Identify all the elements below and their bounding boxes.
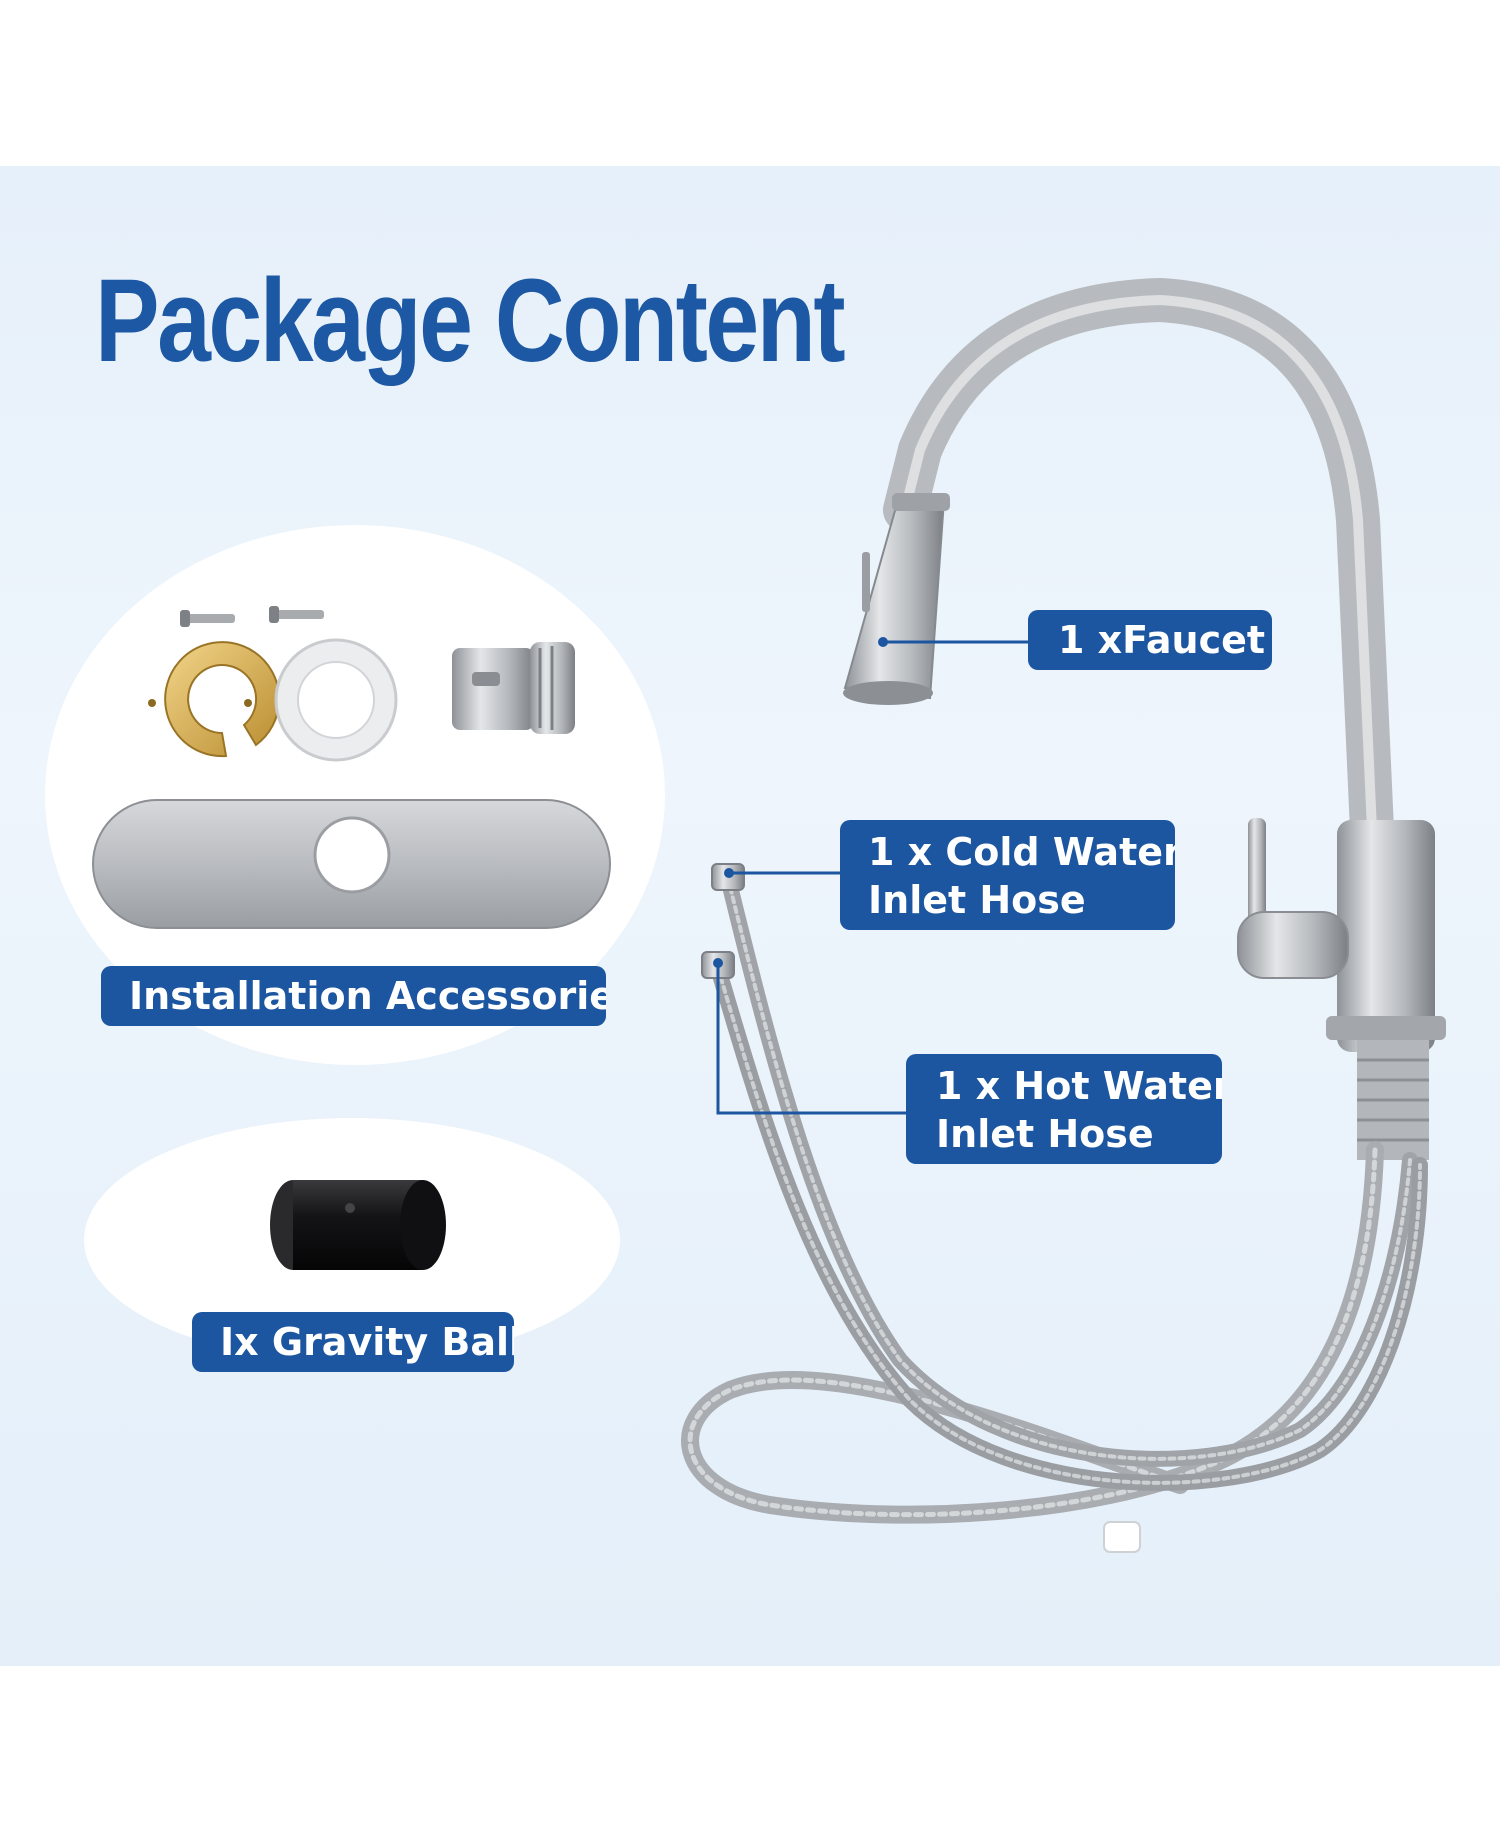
deck-plate-icon (92, 799, 611, 929)
installation-accessories-label: Installation Accessories (101, 966, 606, 1026)
inlet-hoses-icon (681, 870, 1428, 1553)
hot-water-hose-label-line2: Inlet Hose (936, 1112, 1154, 1156)
gravity-ball-label: Ix Gravity Ball (192, 1312, 514, 1372)
gravity-ball-icon (270, 1180, 446, 1270)
brass-horseshoe-icon (164, 641, 281, 758)
installation-accessories-label-text: Installation Accessories (129, 974, 606, 1018)
faucet-label-text: 1 xFaucet (1058, 618, 1266, 662)
faucet-icon (843, 277, 1446, 1160)
screw-icon (180, 610, 235, 627)
leader-lines (716, 640, 1030, 1115)
cold-water-hose-label-line1: 1 x Cold Water (868, 830, 1175, 874)
screw-icon (269, 606, 324, 623)
cold-water-hose-label-line2: Inlet Hose (868, 878, 1086, 922)
gravity-ball-label-text: Ix Gravity Ball (220, 1320, 514, 1364)
cold-water-hose-label: 1 x Cold Water Inlet Hose (840, 820, 1175, 930)
hot-water-hose-label: 1 x Hot Water Inlet Hose (906, 1054, 1222, 1164)
page-title: Package Content (95, 255, 846, 387)
hot-water-hose-label-line1: 1 x Hot Water (936, 1064, 1222, 1108)
faucet-label: 1 xFaucet (1028, 610, 1272, 670)
washer-icon (274, 638, 398, 762)
steel-fitting-icon (452, 642, 575, 734)
